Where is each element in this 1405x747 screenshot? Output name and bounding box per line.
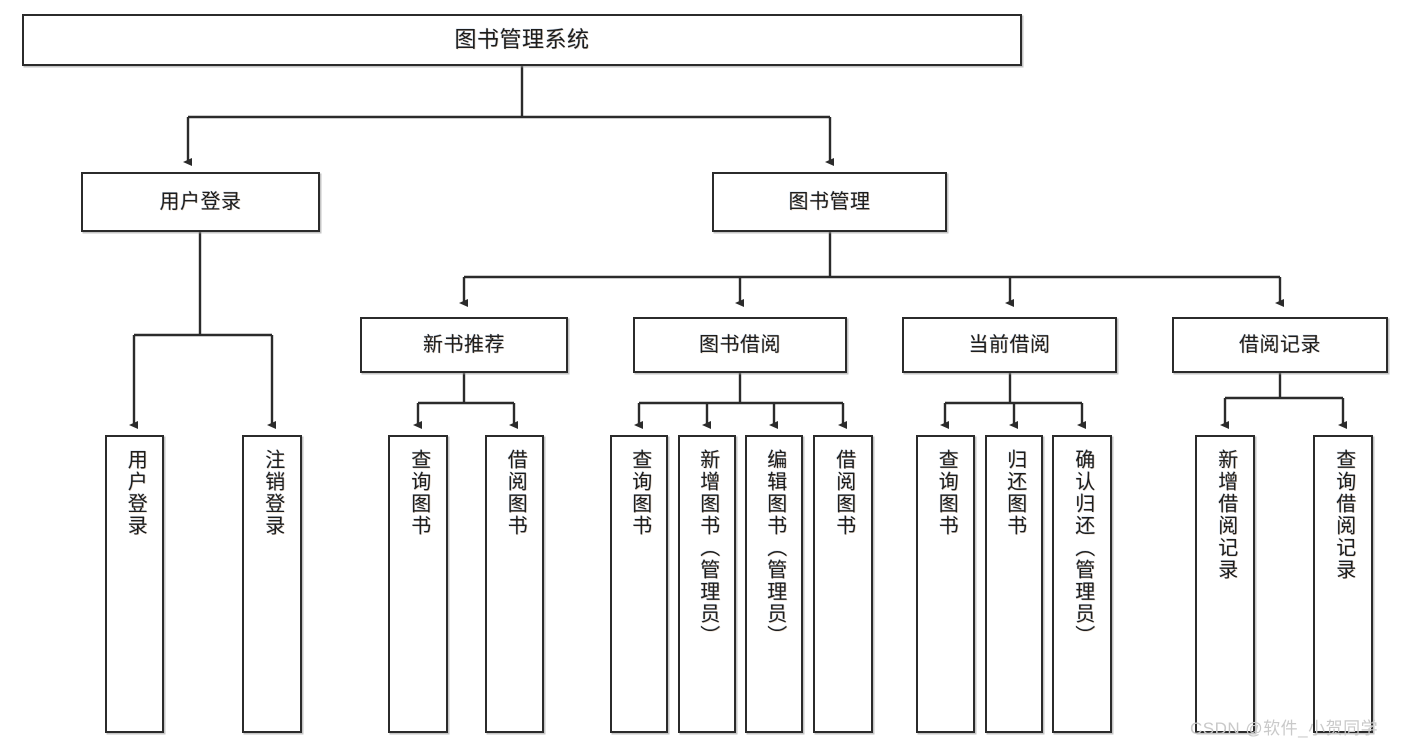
leaf-query-book-current-label: 查询图书	[935, 449, 958, 537]
leaf-borrow-book[interactable]: 借阅图书	[813, 435, 873, 733]
leaf-return-book-label: 归还图书	[1003, 449, 1026, 537]
node-borrow-record[interactable]: 借阅记录	[1172, 317, 1388, 373]
node-book-management-label: 图书管理	[788, 190, 871, 213]
node-book-borrow-label: 图书借阅	[699, 333, 781, 356]
leaf-confirm-return-admin[interactable]: 确认归还（管理员）	[1052, 435, 1112, 733]
leaf-edit-book-admin[interactable]: 编辑图书（管理员）	[745, 435, 803, 733]
leaf-query-book-rec[interactable]: 查询图书	[388, 435, 448, 733]
leaf-borrow-book-label: 借阅图书	[832, 449, 855, 537]
node-root[interactable]: 图书管理系统	[22, 14, 1022, 66]
leaf-query-book-borrow-label: 查询图书	[628, 449, 651, 537]
node-user-login-label: 用户登录	[159, 190, 242, 213]
leaf-add-book-admin-label: 新增图书（管理员）	[696, 449, 719, 647]
leaf-query-book-borrow[interactable]: 查询图书	[610, 435, 668, 733]
leaf-borrow-book-rec[interactable]: 借阅图书	[485, 435, 544, 733]
node-book-management[interactable]: 图书管理	[712, 172, 947, 232]
leaf-user-login-label: 用户登录	[124, 449, 147, 537]
leaf-add-borrow-record-label: 新增借阅记录	[1214, 449, 1237, 581]
leaf-query-book-rec-label: 查询图书	[407, 449, 430, 537]
leaf-edit-book-admin-label: 编辑图书（管理员）	[763, 449, 786, 647]
leaf-query-borrow-record-label: 查询借阅记录	[1332, 449, 1355, 581]
leaf-logout[interactable]: 注销登录	[242, 435, 302, 733]
node-root-label: 图书管理系统	[454, 27, 590, 53]
leaf-query-borrow-record[interactable]: 查询借阅记录	[1313, 435, 1373, 733]
node-book-borrow[interactable]: 图书借阅	[633, 317, 847, 373]
leaf-query-book-current[interactable]: 查询图书	[916, 435, 975, 733]
node-current-borrow-label: 当前借阅	[968, 333, 1051, 356]
leaf-user-login[interactable]: 用户登录	[105, 435, 164, 733]
leaf-add-book-admin[interactable]: 新增图书（管理员）	[678, 435, 736, 733]
leaf-logout-label: 注销登录	[261, 449, 284, 537]
leaf-return-book[interactable]: 归还图书	[985, 435, 1043, 733]
node-user-login[interactable]: 用户登录	[81, 172, 320, 232]
node-new-book-recommend[interactable]: 新书推荐	[360, 317, 568, 373]
node-borrow-record-label: 借阅记录	[1239, 333, 1321, 356]
leaf-borrow-book-rec-label: 借阅图书	[504, 449, 527, 537]
csdn-watermark: CSDN @软件_小贺同学	[1190, 719, 1379, 738]
leaf-add-borrow-record[interactable]: 新增借阅记录	[1195, 435, 1255, 733]
node-current-borrow[interactable]: 当前借阅	[902, 317, 1117, 373]
leaf-confirm-return-admin-label: 确认归还（管理员）	[1071, 449, 1094, 647]
node-new-book-recommend-label: 新书推荐	[423, 333, 505, 356]
